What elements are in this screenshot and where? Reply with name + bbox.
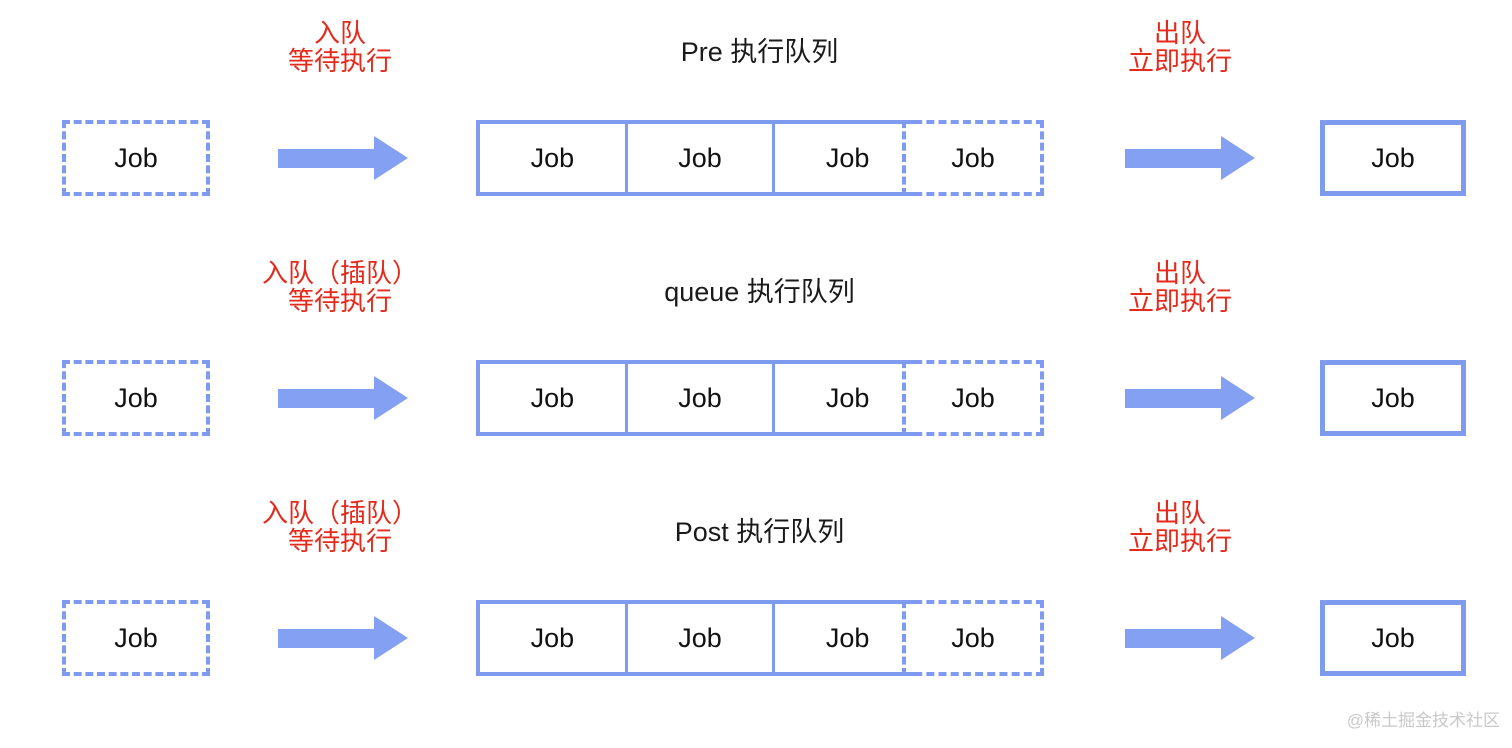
dequeue-arrow-icon [1125,136,1255,180]
job-label: Job [114,142,158,173]
executing-job-box: Job [1320,600,1466,676]
arrow-head [374,616,408,660]
dequeue-label-line1: 出队 [1153,18,1206,48]
enqueue-arrow-icon [278,136,408,180]
dequeue-label-line1: 出队 [1153,498,1206,528]
entering-job-box: Job [902,360,1044,436]
job-label: Job [951,142,995,173]
queue-flow-row-post: 入队（插队） 等待执行 Post 执行队列 出队 立即执行 Job Job Jo… [0,480,1512,720]
dequeue-label-line2: 立即执行 [1127,286,1232,316]
queue-container: Job Job Job [476,600,920,676]
incoming-job-box: Job [62,600,210,676]
job-label: Job [114,622,158,653]
queue-cell: Job [772,364,920,432]
queue-cell: Job [624,364,773,432]
job-label: Job [1371,142,1415,173]
enqueue-label: 入队 等待执行 [140,19,540,75]
arrow-shaft [1125,628,1221,648]
queue-cell: Job [530,382,575,413]
queue-container: Job Job Job [476,120,920,196]
job-label: Job [114,382,158,413]
arrow-head [1221,136,1255,180]
dequeue-arrow-icon [1125,376,1255,420]
enqueue-label-line1: 入队 [313,18,366,48]
executing-job-box: Job [1320,360,1466,436]
entering-job-box: Job [902,120,1044,196]
dequeue-label: 出队 立即执行 [1080,499,1280,555]
enqueue-label-line1: 入队（插队） [261,258,418,288]
entering-job-box: Job [902,600,1044,676]
queue-title: Pre 执行队列 [680,37,839,67]
job-label: Job [951,622,995,653]
job-label: Job [1371,382,1415,413]
queue-cell: Job [772,124,920,192]
enqueue-label-line2: 等待执行 [287,46,392,76]
arrow-shaft [278,628,374,648]
queue-flow-row-queue: 入队（插队） 等待执行 queue 执行队列 出队 立即执行 Job Job J… [0,240,1512,480]
queue-flow-row-pre: 入队 等待执行 Pre 执行队列 出队 立即执行 Job Job Job Job… [0,0,1512,240]
arrow-head [1221,376,1255,420]
dequeue-label-line2: 立即执行 [1127,526,1232,556]
job-label: Job [951,382,995,413]
enqueue-arrow-icon [278,616,408,660]
arrow-head [1221,616,1255,660]
arrow-shaft [1125,388,1221,408]
dequeue-label-line1: 出队 [1153,258,1206,288]
arrow-shaft [278,148,374,168]
queue-cell: Job [624,604,773,672]
enqueue-label: 入队（插队） 等待执行 [140,259,540,315]
job-label: Job [1371,622,1415,653]
queue-cell: Job [530,142,575,173]
arrow-shaft [278,388,374,408]
arrow-head [374,376,408,420]
dequeue-arrow-icon [1125,616,1255,660]
enqueue-arrow-icon [278,376,408,420]
queue-title: Post 执行队列 [674,517,845,547]
queue-cell: Job [772,604,920,672]
dequeue-label: 出队 立即执行 [1080,19,1280,75]
enqueue-label-line2: 等待执行 [287,286,392,316]
enqueue-label: 入队（插队） 等待执行 [140,499,540,555]
executing-job-box: Job [1320,120,1466,196]
queue-title: queue 执行队列 [664,277,855,307]
incoming-job-box: Job [62,120,210,196]
dequeue-label-line2: 立即执行 [1127,46,1232,76]
arrow-head [374,136,408,180]
dequeue-label: 出队 立即执行 [1080,259,1280,315]
watermark: @稀土掘金技术社区 [1346,711,1500,730]
queue-container: Job Job Job [476,360,920,436]
incoming-job-box: Job [62,360,210,436]
enqueue-label-line1: 入队（插队） [261,498,418,528]
queue-cell: Job [530,622,575,653]
queue-cell: Job [624,124,773,192]
enqueue-label-line2: 等待执行 [287,526,392,556]
arrow-shaft [1125,148,1221,168]
